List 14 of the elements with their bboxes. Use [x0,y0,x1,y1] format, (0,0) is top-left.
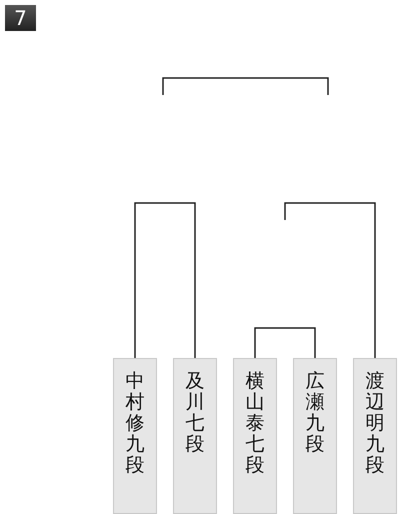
player-box [233,358,277,514]
player-box [113,358,157,514]
bracket-line [134,202,196,358]
player-name: 中村修九段 [126,371,144,476]
player-box [293,358,337,514]
player-name: 広瀬九段 [306,371,324,455]
bracket-line [284,202,376,358]
number-badge: 7 [5,5,36,31]
bracket-line [254,327,316,358]
player-name: 横山泰七段 [246,371,264,476]
player-box [353,358,397,514]
player-name: 渡辺明九段 [366,371,384,476]
player-name: 及川七段 [186,371,204,455]
player-box [173,358,217,514]
